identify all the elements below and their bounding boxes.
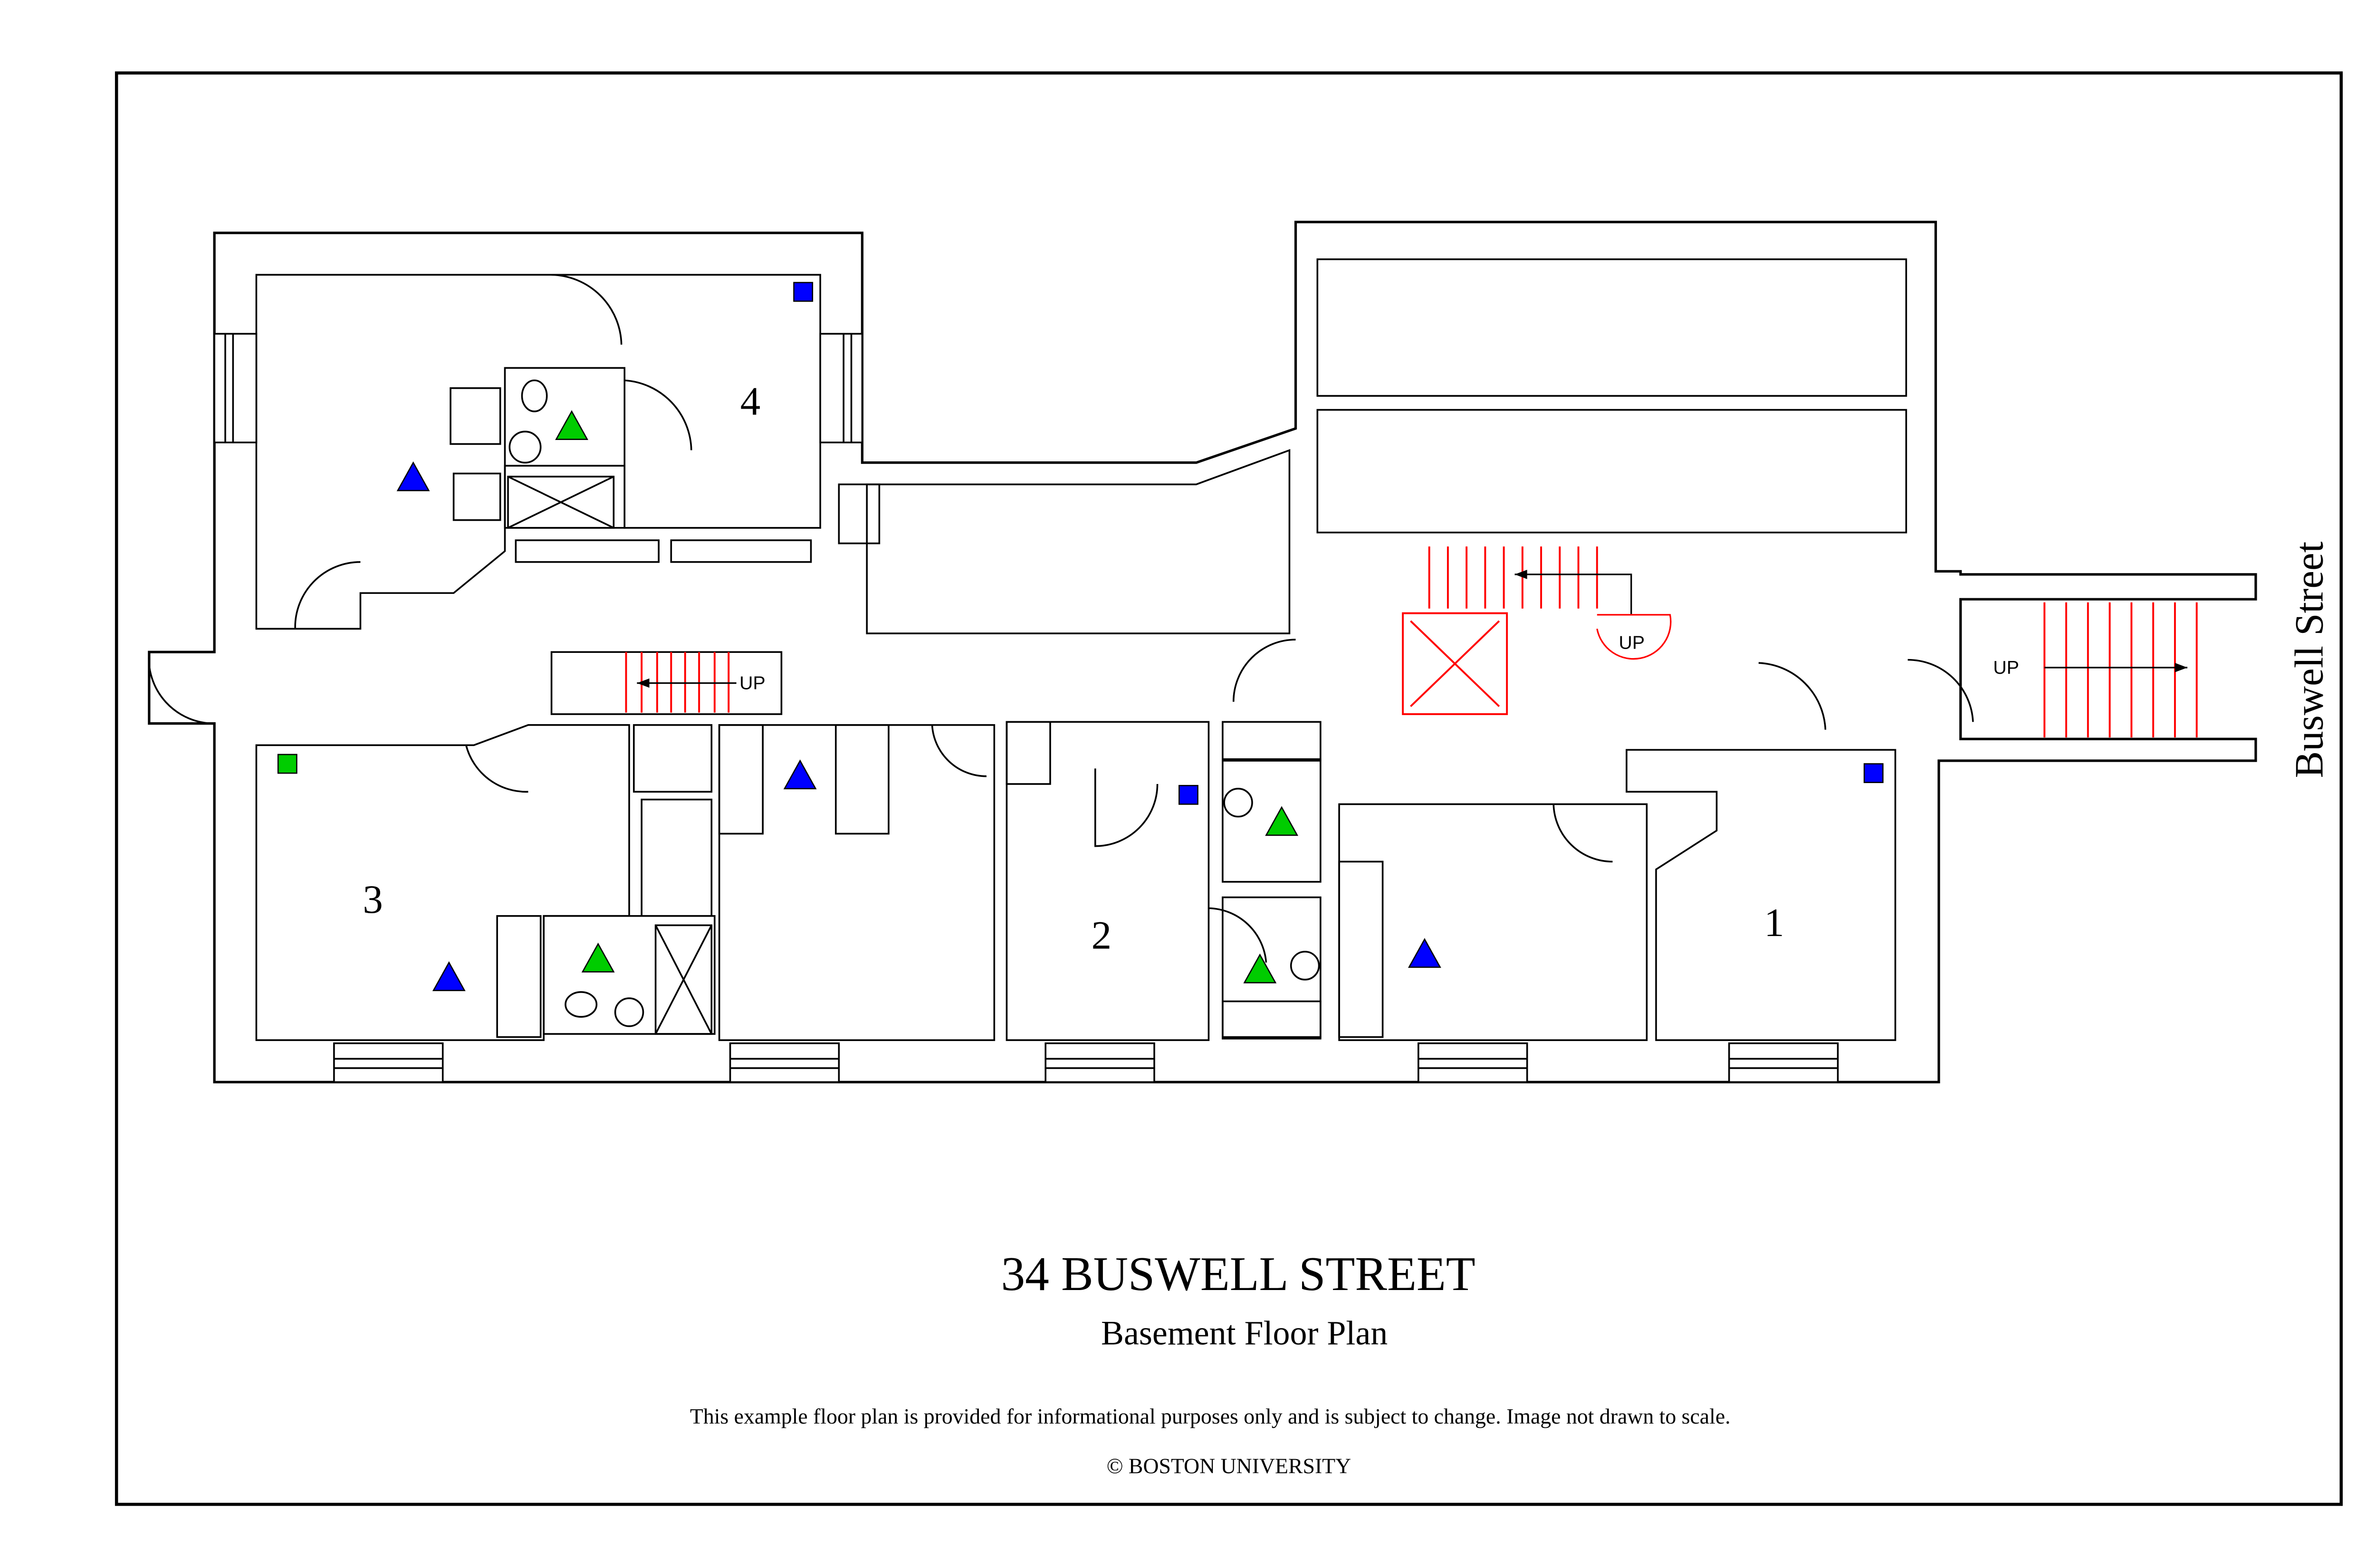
green-triangle-marker: [1265, 806, 1299, 836]
stair-up-label: UP: [1619, 633, 1645, 653]
bathtub: [1222, 1000, 1322, 1040]
storage-3: [1316, 409, 1907, 534]
unit-2: [1006, 721, 1322, 1041]
page-frame: [115, 71, 2343, 1506]
corridor-doors: [148, 639, 1974, 730]
disclaimer: This example floor plan is provided for …: [690, 1404, 1731, 1428]
bathroom: [1222, 896, 1322, 1038]
blue-square-marker: [1863, 763, 1884, 784]
page-subtitle: Basement Floor Plan: [1101, 1314, 1388, 1352]
unit-3: [255, 724, 716, 1041]
street-label: Buswell Street: [2287, 541, 2331, 778]
blue-square-marker: [1178, 784, 1198, 805]
shower: [507, 476, 615, 529]
toilet: [508, 430, 542, 464]
stairs-center: UP: [1402, 546, 1672, 715]
page-title: 34 BUSWELL STREET: [1001, 1247, 1475, 1300]
bathtub: [1222, 721, 1322, 760]
green-triangle-marker: [555, 410, 588, 440]
bathroom: [1222, 760, 1322, 883]
closet: [838, 483, 881, 545]
blue-square-marker: [793, 282, 814, 302]
unit-label-4: 4: [740, 379, 760, 423]
door-swing: [551, 274, 623, 345]
copyright: © BOSTON UNIVERSITY: [1107, 1454, 1351, 1478]
unit-label-3: 3: [363, 877, 383, 922]
kitchenette: [1338, 860, 1384, 1038]
unit-4: [255, 274, 881, 630]
blue-triangle-marker: [783, 759, 817, 790]
blue-triangle-marker: [396, 461, 430, 491]
storage-1: [866, 449, 1291, 634]
windows: [213, 333, 1839, 1083]
shower: [654, 924, 713, 1035]
green-triangle-marker: [581, 942, 615, 973]
unit-label-1: 1: [1764, 900, 1784, 945]
unit-right: [1338, 803, 1648, 1041]
unit-3-bathroom: [543, 915, 716, 1035]
unit-middle: [718, 724, 996, 1041]
stove: [452, 472, 501, 521]
storage-areas: [515, 258, 1907, 634]
kitchenette: [496, 915, 542, 1038]
stair-up-label: UP: [739, 673, 765, 694]
refrigerator: [450, 387, 501, 445]
unit-2-area: [1006, 721, 1210, 1041]
storage-2: [1316, 258, 1907, 397]
sink: [521, 379, 548, 412]
unit-label-2: 2: [1092, 913, 1111, 957]
green-square-marker: [277, 754, 297, 774]
unit-1: [1626, 749, 1897, 1041]
blue-triangle-marker: [1408, 938, 1441, 968]
stairs-west: UP: [550, 651, 783, 715]
stairs-entrance: UP: [1993, 602, 2198, 737]
blue-triangle-marker: [432, 961, 466, 991]
green-triangle-marker: [1243, 953, 1277, 984]
stair-up-label: UP: [1993, 658, 2019, 678]
markers: [277, 282, 1884, 991]
unit-1-area: [1626, 749, 1897, 1041]
